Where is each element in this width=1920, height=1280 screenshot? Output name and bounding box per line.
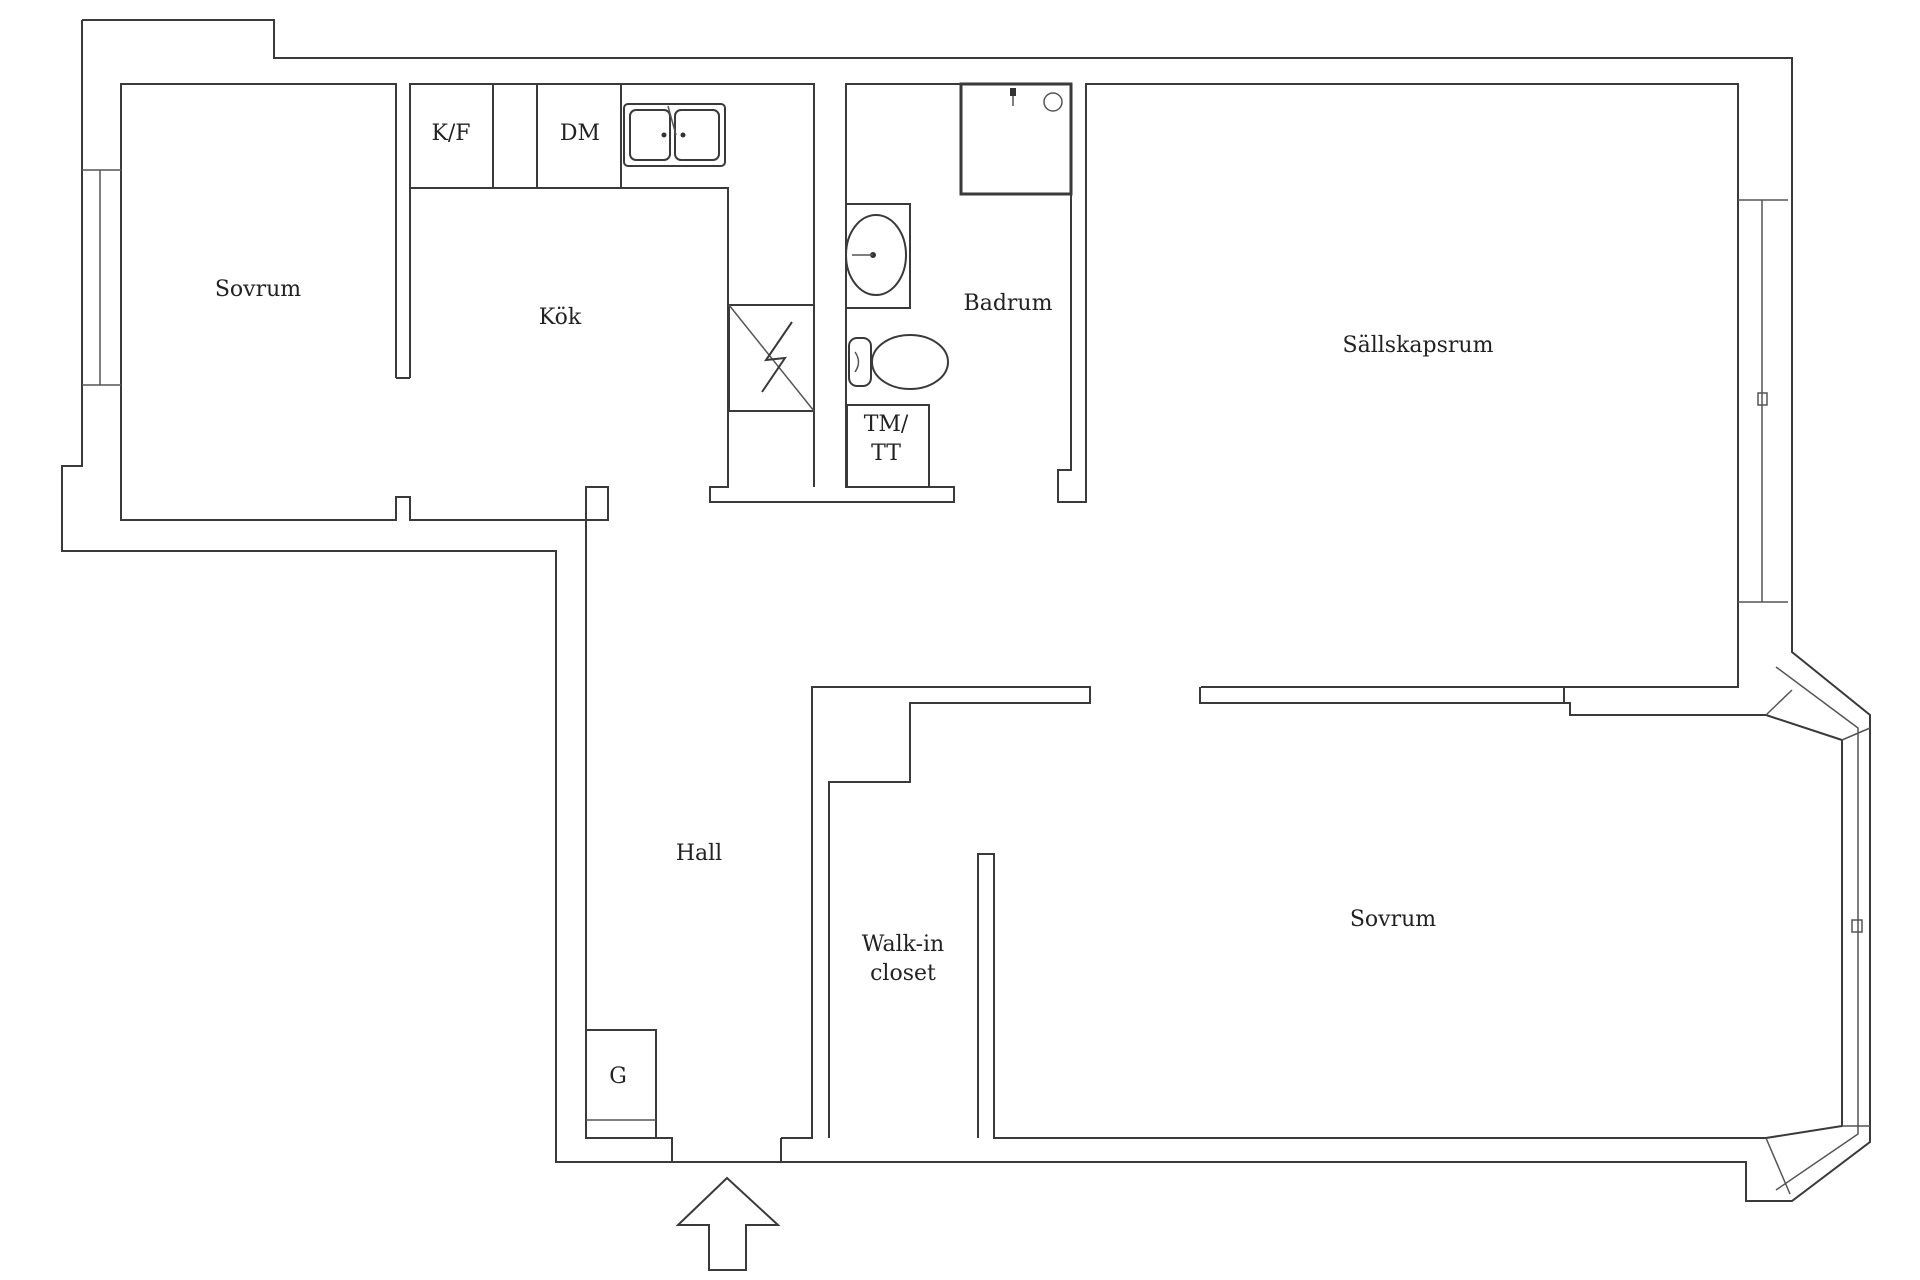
- label-washer-dryer-line2: TT: [871, 441, 901, 466]
- room-label-hall: Hall: [676, 841, 722, 866]
- washbasin-icon: [845, 203, 911, 309]
- room-label-bedroom-west: Sovrum: [215, 277, 301, 302]
- room-label-bedroom-east: Sovrum: [1350, 907, 1436, 932]
- kitchen-sink-icon: [623, 103, 726, 167]
- stove-icon: [728, 304, 815, 412]
- room-label-walkin-line2: closet: [870, 961, 936, 986]
- room-label-walkin-line1: Walk-in: [862, 932, 944, 957]
- label-wardrobe: G: [609, 1064, 627, 1089]
- shower-icon: [959, 82, 1073, 196]
- outer-walls: [61, 19, 1871, 1202]
- washer-dryer-icon: [846, 404, 930, 488]
- label-washer-dryer-line1: TM/: [864, 412, 909, 437]
- toilet-icon: [848, 334, 949, 390]
- room-label-kitchen: Kök: [539, 305, 582, 330]
- label-dishwasher: DM: [560, 121, 600, 146]
- room-label-living-room: Sällskapsrum: [1343, 333, 1494, 358]
- entrance-arrow-icon: [675, 1176, 781, 1271]
- interior-walls: [586, 666, 1871, 1195]
- room-label-bathroom: Badrum: [964, 291, 1053, 316]
- label-fridge-freezer: K/F: [431, 121, 470, 146]
